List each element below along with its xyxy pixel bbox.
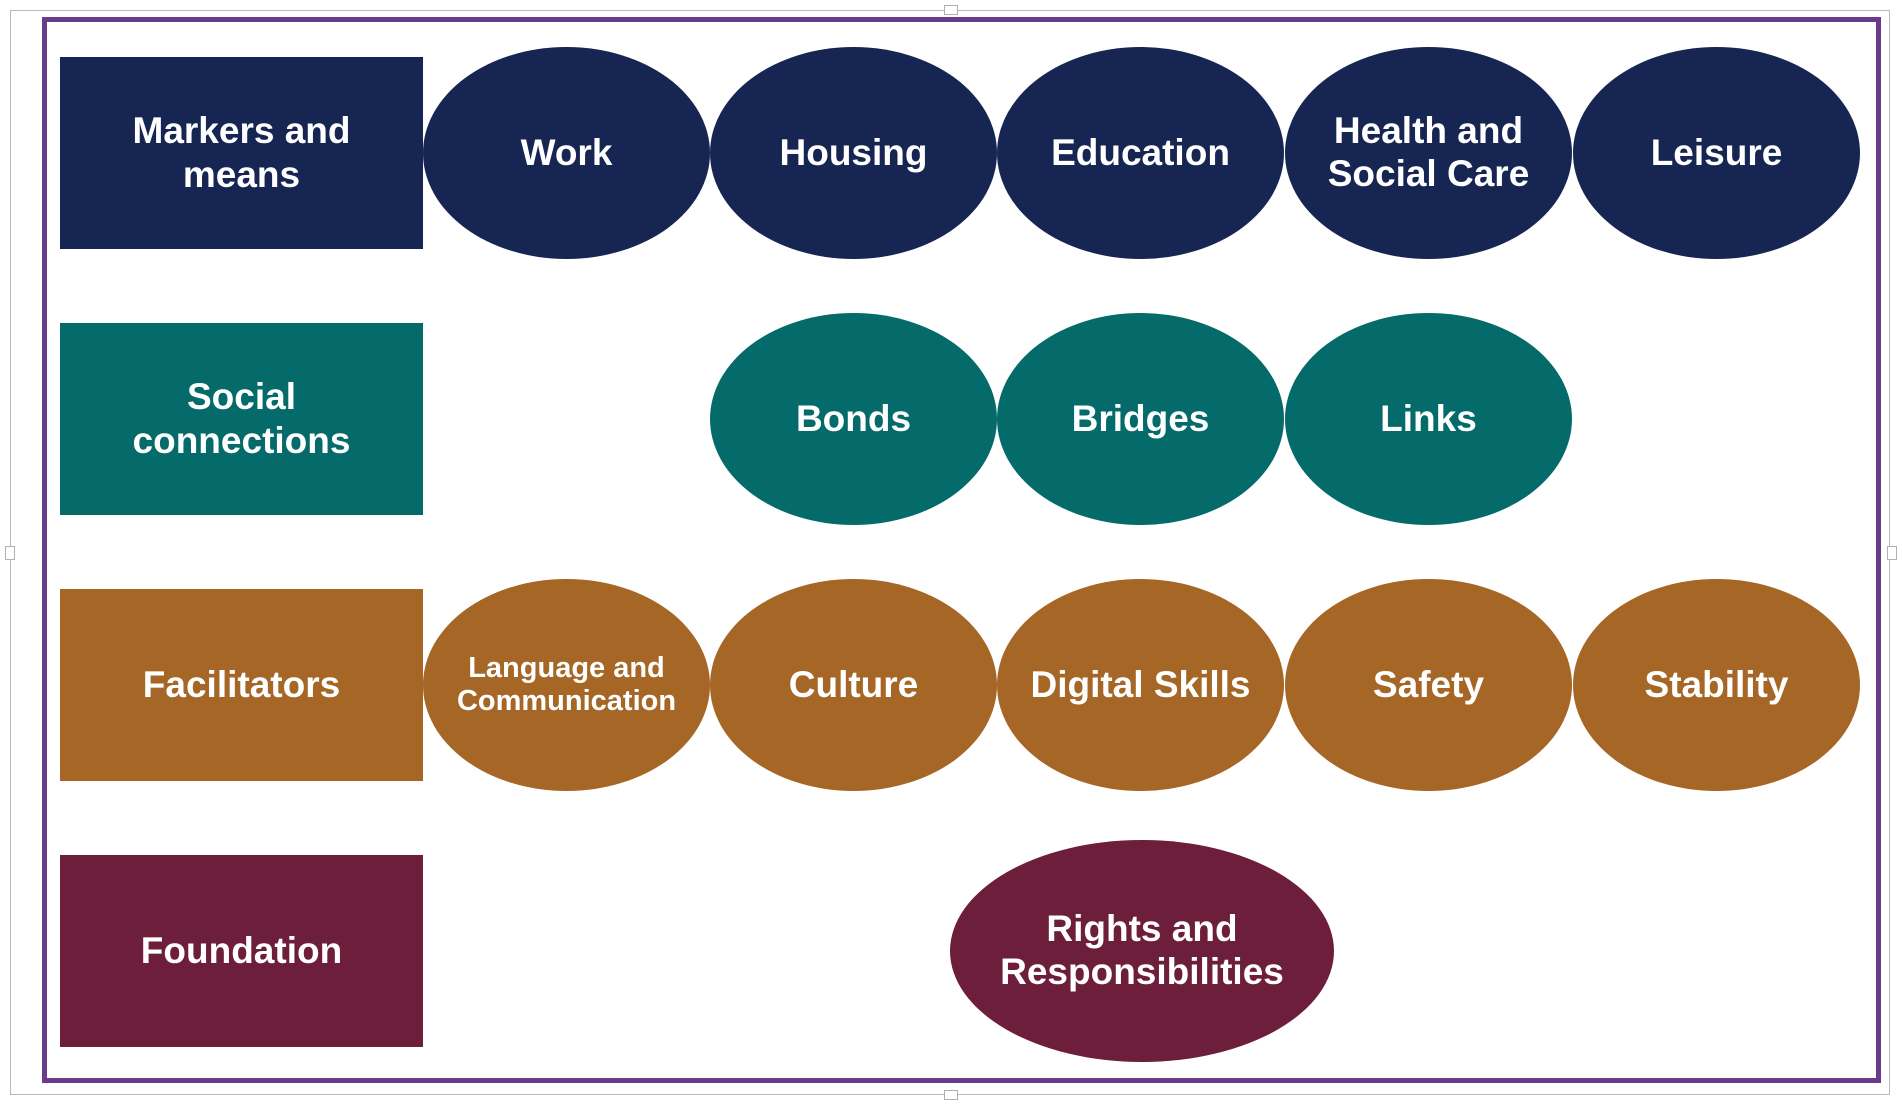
rights-and-responsibilities-label: Rights and Responsibilities bbox=[1000, 908, 1284, 992]
social-connections-box[interactable]: Social connections bbox=[60, 323, 423, 515]
bridges-ellipse[interactable]: Bridges bbox=[997, 313, 1284, 525]
digital-skills-ellipse[interactable]: Digital Skills bbox=[997, 579, 1284, 791]
housing-label: Housing bbox=[779, 131, 928, 173]
social-connections-label: Social connections bbox=[132, 375, 351, 461]
facilitators-box[interactable]: Facilitators bbox=[60, 589, 423, 781]
markers-and-means-label: Markers and means bbox=[132, 109, 351, 195]
safety-ellipse[interactable]: Safety bbox=[1285, 579, 1572, 791]
resize-handle-right[interactable] bbox=[1887, 546, 1897, 560]
leisure-label: Leisure bbox=[1650, 131, 1783, 173]
bonds-ellipse[interactable]: Bonds bbox=[710, 313, 997, 525]
work-ellipse[interactable]: Work bbox=[423, 47, 710, 259]
education-ellipse[interactable]: Education bbox=[997, 47, 1284, 259]
health-and-social-care-label: Health and Social Care bbox=[1327, 110, 1530, 194]
leisure-ellipse[interactable]: Leisure bbox=[1573, 47, 1860, 259]
stability-ellipse[interactable]: Stability bbox=[1573, 579, 1860, 791]
safety-label: Safety bbox=[1372, 663, 1485, 705]
health-and-social-care-ellipse[interactable]: Health and Social Care bbox=[1285, 47, 1572, 259]
rights-and-responsibilities-ellipse[interactable]: Rights and Responsibilities bbox=[950, 840, 1334, 1062]
culture-label: Culture bbox=[788, 663, 919, 705]
resize-handle-bottom[interactable] bbox=[944, 1090, 958, 1100]
links-label: Links bbox=[1380, 397, 1477, 439]
resize-handle-top[interactable] bbox=[944, 5, 958, 15]
resize-handle-left[interactable] bbox=[5, 546, 15, 560]
education-label: Education bbox=[1051, 131, 1230, 173]
stability-label: Stability bbox=[1644, 663, 1789, 705]
links-ellipse[interactable]: Links bbox=[1285, 313, 1572, 525]
bridges-label: Bridges bbox=[1071, 397, 1210, 439]
language-and-communication-label: Language and Communication bbox=[456, 651, 677, 717]
digital-skills-label: Digital Skills bbox=[1030, 663, 1251, 705]
foundation-label: Foundation bbox=[140, 929, 343, 971]
bonds-label: Bonds bbox=[795, 397, 912, 439]
facilitators-label: Facilitators bbox=[142, 663, 341, 705]
markers-and-means-box[interactable]: Markers and means bbox=[60, 57, 423, 249]
housing-ellipse[interactable]: Housing bbox=[710, 47, 997, 259]
diagram-frame bbox=[42, 17, 1881, 1083]
foundation-box[interactable]: Foundation bbox=[60, 855, 423, 1047]
work-label: Work bbox=[520, 131, 613, 173]
language-and-communication-ellipse[interactable]: Language and Communication bbox=[423, 579, 710, 791]
culture-ellipse[interactable]: Culture bbox=[710, 579, 997, 791]
